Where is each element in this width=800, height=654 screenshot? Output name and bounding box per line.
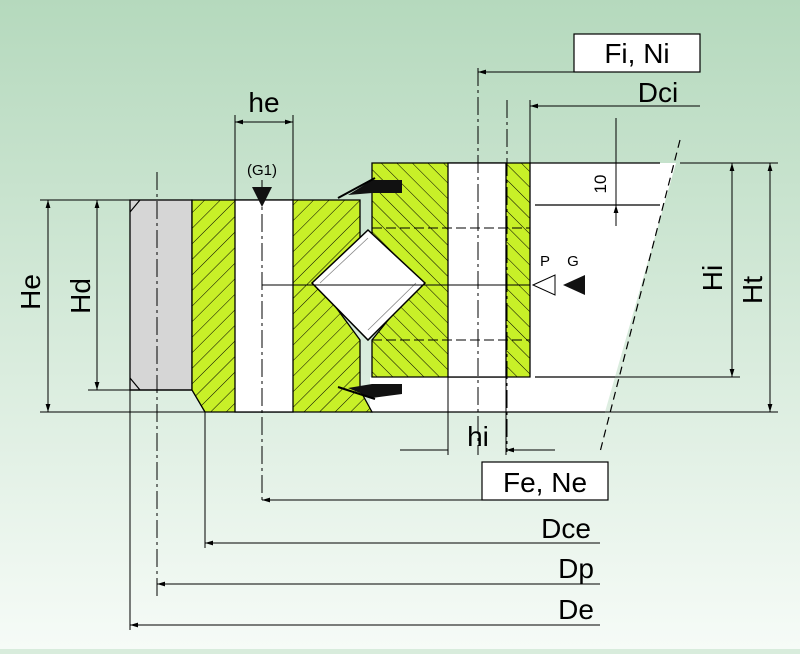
- g1-label: (G1): [247, 162, 277, 179]
- dce-label: Dce: [541, 513, 591, 544]
- dp-label: Dp: [558, 553, 594, 584]
- top-seal: [348, 180, 402, 195]
- fi-ni-box: [573, 33, 701, 73]
- roller-detail: [319, 237, 417, 331]
- fe-ne-label: Fe, Ne: [503, 467, 587, 498]
- center-lines: [156, 68, 508, 600]
- he-top-label: he: [248, 87, 279, 118]
- outer-ring-hole: [234, 199, 294, 413]
- p-arrow: [531, 274, 556, 296]
- left-extension-lines: [40, 199, 205, 413]
- ht-label: Ht: [737, 276, 768, 304]
- de-label: De: [558, 594, 594, 625]
- ten-label: 10: [591, 175, 610, 194]
- p-label: P: [540, 253, 550, 270]
- right-extension-lines: [605, 162, 778, 413]
- hi-right-label: Hi: [697, 265, 728, 291]
- bottom-seal-lip: [337, 386, 376, 400]
- fe-ne-box: [481, 461, 609, 501]
- g-arrow: [563, 275, 585, 295]
- inner-ring-hole: [447, 162, 507, 378]
- dci-label: Dci: [638, 77, 678, 108]
- g-label: G: [567, 253, 579, 270]
- raceway-dashes: [372, 227, 530, 341]
- bore-area: [370, 163, 676, 412]
- bore-outline: [370, 162, 660, 413]
- top-seal-lip: [337, 177, 376, 199]
- hi-bottom-label: hi: [467, 421, 489, 452]
- hd-label: Hd: [65, 278, 96, 314]
- break-line: [599, 139, 681, 453]
- fi-ni-label: Fi, Ni: [604, 38, 669, 69]
- g1-arrow: [252, 187, 272, 207]
- he-top-dim: [234, 115, 294, 200]
- bottom-seal: [348, 384, 402, 398]
- he-left-label: He: [15, 274, 46, 310]
- outer-ring-seal-strip: [129, 199, 193, 391]
